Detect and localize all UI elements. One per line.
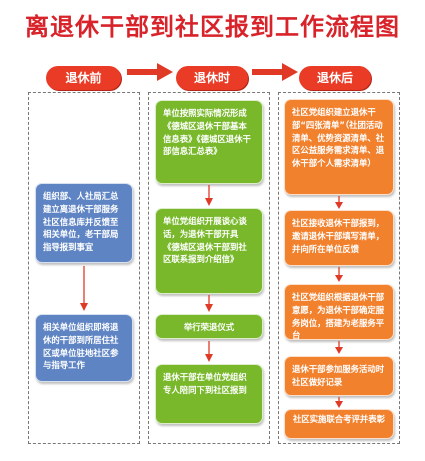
during-step-2: 单位党组织开展谈心谈话，为退休干部开具《德城区退休干部到社区联系报到介绍信》 xyxy=(155,208,263,294)
phase-arrow-right-icon xyxy=(252,63,298,81)
phase-before-badge: 退休前 xyxy=(46,66,121,90)
arrow-down-icon xyxy=(335,397,343,408)
page-title: 离退休干部到社区报到工作流程图 xyxy=(25,12,400,41)
during-step-1: 单位按照实际情况形成《德城区退休干部基本信息表》《德城区退休干部信息汇总表》 xyxy=(155,100,263,184)
after-step-3: 社区党组织根据退休干部意愿，为退休干部确定服务岗位，搭建为老服务平台 xyxy=(284,284,394,340)
arrow-down-icon xyxy=(335,196,343,209)
before-step-2: 相关单位组织即将退休的干部到所居住社区或单位驻地社区参与指导工作 xyxy=(35,314,133,382)
phase-arrow-right-icon xyxy=(127,63,173,81)
phase-after-badge: 退休后 xyxy=(299,66,371,90)
during-step-4: 退休干部在单位党组织专人陪同下到社区报到 xyxy=(155,364,263,424)
arrow-down-icon xyxy=(335,267,343,282)
during-step-3: 举行荣退仪式 xyxy=(155,314,263,339)
arrow-down-icon xyxy=(80,266,88,311)
arrow-down-icon xyxy=(205,185,213,206)
after-step-4: 退休干部参加服务活动时社区做好记录 xyxy=(284,356,394,396)
arrow-down-icon xyxy=(205,341,213,362)
after-step-2: 社区接收退休干部报到，邀请退休干部填写清单，并向所在单位反馈 xyxy=(284,210,394,266)
after-step-5: 社区实施联合考评并表彰 xyxy=(284,409,394,439)
before-step-1: 组织部、人社局汇总建立离退休干部服务社区信息库并反馈至相关单位，老干部局指导报到… xyxy=(35,183,133,263)
arrow-down-icon xyxy=(335,341,343,354)
phase-during-badge: 退休时 xyxy=(176,66,248,90)
after-step-1: 社区党组织建立退休干部“四张清单”（社团活动清单、优势资源清单、社区公益服务需求… xyxy=(284,99,394,195)
arrow-down-icon xyxy=(205,295,213,312)
